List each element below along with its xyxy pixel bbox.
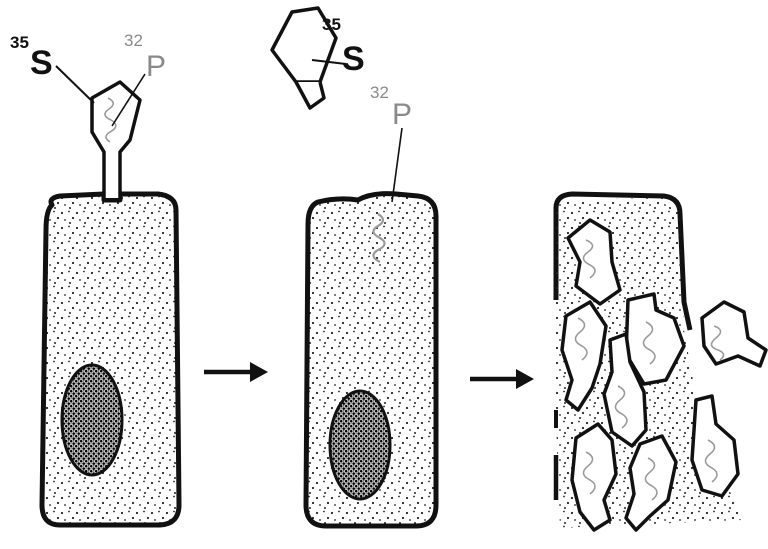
sulfur-symbol-label: S xyxy=(30,44,53,82)
arrow-2 xyxy=(470,369,534,389)
progeny-phage-5 xyxy=(702,302,766,366)
phage-attached xyxy=(92,82,140,198)
sulfur-mass-label-2: 35 xyxy=(322,15,341,34)
phosphorus-symbol-label-2: P xyxy=(392,98,412,131)
sulfur-pointer-1 xyxy=(56,66,94,103)
host-cell-1 xyxy=(42,194,179,525)
phosphorus-mass-label: 32 xyxy=(124,31,143,50)
phosphorus-symbol-label: P xyxy=(146,50,166,83)
panel-attachment: 35 S 32 P xyxy=(10,31,179,525)
arrow-1 xyxy=(204,362,268,382)
nucleus-1 xyxy=(62,365,122,475)
progeny-phage-8 xyxy=(692,396,738,496)
nucleus-2 xyxy=(330,391,390,499)
sulfur-mass-label: 35 xyxy=(10,33,29,52)
sulfur-symbol-label-2: S xyxy=(342,40,365,78)
panel-lysis xyxy=(556,194,766,530)
panel-injection: 35 S 32 P xyxy=(272,8,436,526)
phosphorus-pointer-2 xyxy=(392,128,402,202)
phosphorus-mass-label-2: 32 xyxy=(370,83,389,102)
host-cell-2 xyxy=(306,194,436,526)
